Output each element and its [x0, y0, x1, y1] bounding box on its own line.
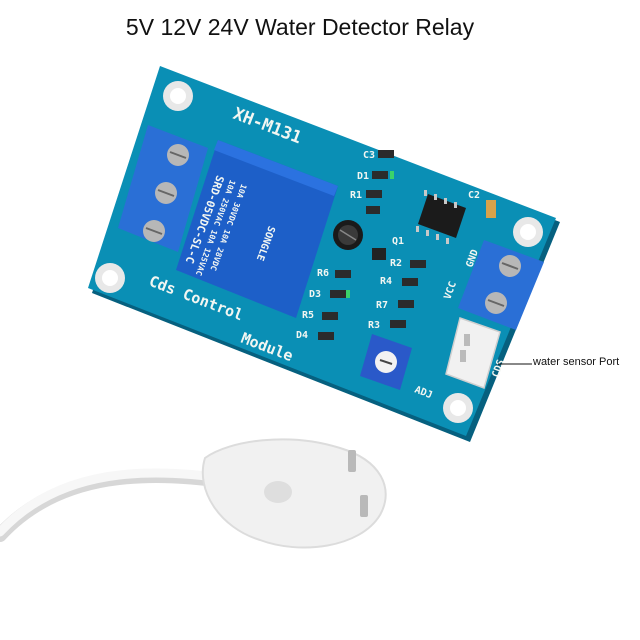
- label-r2: R2: [390, 258, 402, 269]
- label-d4: D4: [296, 330, 308, 341]
- mounting-hole: [163, 81, 193, 111]
- label-r5: R5: [302, 310, 314, 321]
- output-terminal-block: [118, 125, 208, 252]
- label-d3: D3: [309, 289, 321, 300]
- label-r3: R3: [368, 320, 380, 331]
- water-sensor-probe: [201, 438, 387, 549]
- callout-label: water sensor Port: [533, 356, 620, 368]
- power-terminal-block: [458, 240, 544, 330]
- label-r4: R4: [380, 276, 392, 287]
- ic-chip: [416, 190, 466, 244]
- adjustment-potentiometer: [360, 334, 412, 390]
- probe-pin: [360, 495, 368, 517]
- pcb-board: [88, 66, 560, 442]
- label-c2: C2: [468, 190, 480, 201]
- label-r1: R1: [350, 190, 362, 201]
- electrolytic-capacitor: [333, 220, 363, 250]
- smd-components: [318, 150, 496, 340]
- mounting-hole: [443, 393, 473, 423]
- label-d1: D1: [357, 171, 369, 182]
- label-r6: R6: [317, 268, 329, 279]
- label-c3: C3: [363, 150, 375, 161]
- mounting-hole: [513, 217, 543, 247]
- label-q1: Q1: [392, 236, 404, 247]
- probe-hole: [264, 481, 292, 503]
- label-r7: R7: [376, 300, 388, 311]
- relay: SRD-05VDC-SL-C 10A 250VAC 10A 125VAC 10A…: [176, 140, 338, 318]
- water-sensor-port: [445, 317, 501, 389]
- probe-pin: [348, 450, 356, 472]
- page-title: 5V 12V 24V Water Detector Relay: [125, 14, 475, 40]
- sensor-cable-highlight: [0, 468, 235, 537]
- mounting-hole: [95, 263, 125, 293]
